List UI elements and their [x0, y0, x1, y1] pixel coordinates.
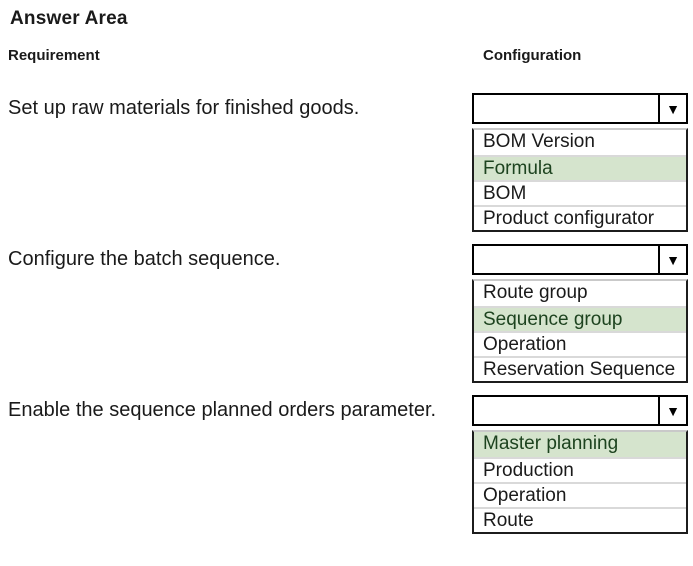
- dropdown-option[interactable]: Route group: [483, 282, 588, 303]
- page-title: Answer Area: [10, 8, 128, 29]
- dropdown-arrow-button[interactable]: ▼: [658, 95, 686, 122]
- requirement-text: Configure the batch sequence.: [8, 248, 281, 270]
- requirement-text: Enable the sequence planned orders param…: [8, 399, 437, 421]
- caret-down-icon: ▼: [666, 251, 680, 268]
- dropdown-option[interactable]: Production: [474, 457, 686, 482]
- dropdown-option[interactable]: Reservation Sequence: [474, 356, 686, 381]
- dropdown-option[interactable]: Operation: [474, 482, 686, 507]
- dropdown-select[interactable]: ▼: [472, 244, 688, 275]
- dropdown-arrow-button[interactable]: ▼: [658, 246, 686, 273]
- dropdown-option[interactable]: Product configurator: [474, 205, 686, 230]
- caret-down-icon: ▼: [666, 402, 680, 419]
- qa-row: Enable the sequence planned orders param…: [8, 395, 693, 534]
- dropdown-selected-value: [474, 95, 658, 122]
- dropdown-option-selected[interactable]: Formula: [474, 155, 686, 180]
- dropdown-option[interactable]: Operation: [474, 331, 686, 356]
- column-headers: Requirement Configuration: [8, 47, 693, 64]
- caret-down-icon: ▼: [666, 100, 680, 117]
- dropdown-option[interactable]: BOM Version: [483, 131, 595, 152]
- column-header-configuration: Configuration: [483, 47, 582, 64]
- dropdown-option-selected[interactable]: Master planning: [474, 432, 686, 457]
- dropdown-option-selected[interactable]: Sequence group: [474, 306, 686, 331]
- dropdown-selected-value: [474, 246, 658, 273]
- dropdown-select[interactable]: ▼: [472, 93, 688, 124]
- column-header-requirement: Requirement: [8, 47, 100, 64]
- qa-row: Set up raw materials for finished goods.…: [8, 93, 693, 232]
- dropdown-arrow-button[interactable]: ▼: [658, 397, 686, 424]
- dropdown-option[interactable]: Route: [474, 507, 686, 532]
- dropdown-selected-value: [474, 397, 658, 424]
- qa-groups-container: Set up raw materials for finished goods.…: [8, 93, 693, 534]
- dropdown-option[interactable]: BOM: [474, 180, 686, 205]
- answer-area-panel: Answer Area Requirement Configuration Se…: [0, 8, 693, 566]
- dropdown-select[interactable]: ▼: [472, 395, 688, 426]
- requirement-text: Set up raw materials for finished goods.: [8, 97, 360, 119]
- qa-row: Configure the batch sequence. ▼ Route grou…: [8, 244, 693, 383]
